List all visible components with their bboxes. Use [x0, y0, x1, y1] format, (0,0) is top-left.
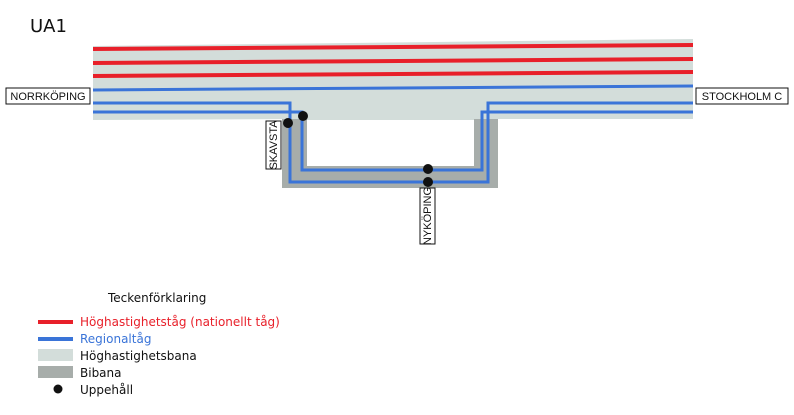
legend-label-high-speed-train: Höghastighetståg (nationellt tåg) — [80, 315, 280, 329]
stop-skavsta-1 — [283, 118, 293, 128]
station-norrkoping-label: NORRKÖPING — [10, 91, 85, 103]
high-speed-line-2 — [92, 57, 694, 65]
legend-label-high-speed-track: Höghastighetsbana — [80, 349, 197, 363]
station-stockholm-label: STOCKHOLM C — [702, 91, 783, 103]
legend-title: Teckenförklaring — [107, 291, 206, 305]
high-speed-track-band — [93, 39, 693, 120]
stop-nykoping-2 — [423, 177, 433, 187]
station-norrkoping: NORRKÖPING — [5, 87, 91, 105]
legend-label-stop: Uppehåll — [80, 383, 133, 397]
regional-line-loop-outer — [93, 101, 693, 184]
station-nykoping: NYKÖPING — [419, 187, 436, 245]
stop-nykoping-1 — [423, 164, 433, 174]
station-skavsta: SKAVSTA — [265, 120, 282, 170]
legend-swatch-high-speed-track — [38, 349, 73, 361]
legend-swatch-branch-track — [38, 366, 73, 378]
branch-track-band — [282, 119, 498, 188]
legend-label-branch-track: Bibana — [80, 366, 122, 380]
station-nykoping-label: NYKÖPING — [422, 187, 434, 245]
station-stockholm: STOCKHOLM C — [695, 87, 789, 105]
legend-swatch-stop — [53, 384, 63, 394]
legend-label-regional-train: Regionaltåg — [80, 332, 151, 346]
high-speed-line-3 — [92, 70, 694, 78]
regional-line-main — [92, 84, 694, 92]
station-skavsta-label: SKAVSTA — [268, 120, 280, 170]
stop-skavsta-2 — [298, 111, 308, 121]
regional-line-loop-inner — [93, 110, 693, 172]
legend: Teckenförklaring Höghastighetståg (natio… — [38, 291, 280, 397]
diagram-title: UA1 — [30, 16, 67, 37]
high-speed-line-1 — [92, 43, 694, 51]
